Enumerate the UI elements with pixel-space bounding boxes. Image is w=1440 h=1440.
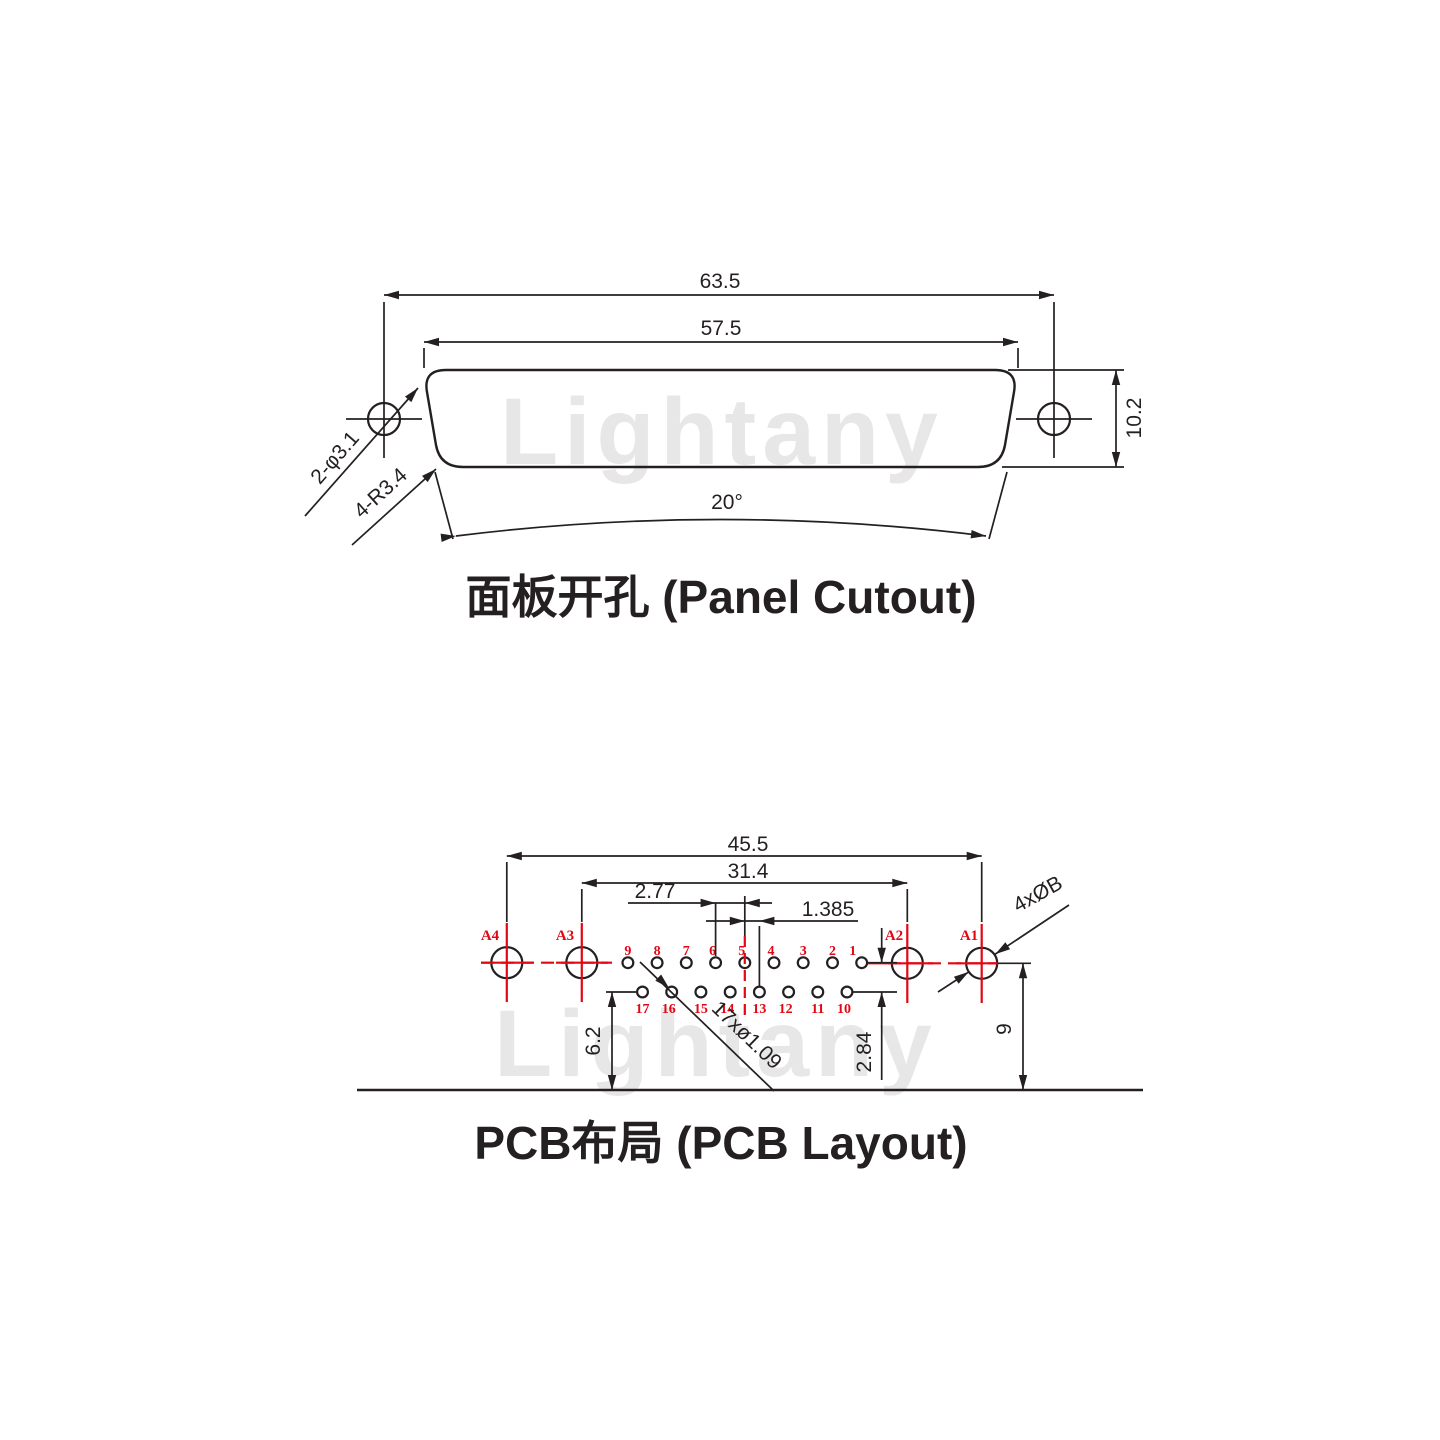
coax-holes-label: 4xØB bbox=[1009, 872, 1066, 918]
mount-hole-right bbox=[1016, 302, 1092, 458]
pin-row-top bbox=[621, 956, 869, 970]
dim-height-label: 10.2 bbox=[1123, 398, 1146, 439]
dim-2-84: 2.84 bbox=[852, 928, 897, 1080]
dim-10-2: 10.2 bbox=[1002, 369, 1146, 468]
svg-text:3: 3 bbox=[800, 944, 807, 959]
dim-63-5: 63.5 bbox=[384, 270, 1054, 300]
dim-angle-label: 20° bbox=[711, 491, 743, 514]
svg-text:5: 5 bbox=[738, 944, 745, 959]
dim-6-2: 6.2 bbox=[582, 991, 636, 1090]
dim-angle-20: 20° bbox=[434, 471, 1008, 542]
callout-corner-radius: 4-R3.4 bbox=[350, 463, 437, 546]
dim-57-5: 57.5 bbox=[423, 317, 1019, 368]
pcb-layout-title: PCB布局 (PCB Layout) bbox=[474, 1117, 967, 1169]
dim-1-385: 1.385 bbox=[706, 898, 858, 986]
svg-text:1: 1 bbox=[849, 944, 856, 959]
dim-31-4: 31.4 bbox=[580, 860, 909, 922]
corner-radius-label: 4-R3.4 bbox=[350, 463, 412, 522]
panel-cutout-title: 面板开孔 (Panel Cutout) bbox=[465, 571, 976, 623]
svg-text:12: 12 bbox=[779, 1002, 793, 1017]
svg-text:9: 9 bbox=[624, 944, 631, 959]
mount-holes-label: 2-φ3.1 bbox=[306, 427, 364, 488]
coax-label-a1: A1 bbox=[960, 928, 978, 944]
watermark-bottom: Lightany bbox=[494, 991, 938, 1097]
dim-9: 9 bbox=[993, 962, 1031, 1090]
dim-2-77: 2.77 bbox=[628, 880, 772, 956]
svg-text:10: 10 bbox=[837, 1002, 851, 1017]
svg-text:14: 14 bbox=[720, 1002, 734, 1017]
watermark-top: Lightany bbox=[500, 379, 944, 485]
cutout-outline bbox=[425, 368, 1016, 469]
coax-label-a4: A4 bbox=[481, 928, 500, 944]
dim-row-gap-label: 2.84 bbox=[853, 1031, 876, 1072]
coax-label-a2: A2 bbox=[885, 928, 903, 944]
svg-text:8: 8 bbox=[654, 944, 661, 959]
svg-text:16: 16 bbox=[662, 1002, 676, 1017]
dim-outer-width-label: 63.5 bbox=[700, 270, 741, 293]
pin-numbers-bottom: 17 16 15 14 13 12 11 10 bbox=[636, 1002, 852, 1017]
svg-text:15: 15 bbox=[694, 1002, 708, 1017]
mount-hole-left bbox=[346, 302, 422, 458]
coax-label-a3: A3 bbox=[556, 928, 574, 944]
dim-row2-edge-label: 6.2 bbox=[582, 1026, 605, 1055]
svg-text:11: 11 bbox=[811, 1002, 824, 1017]
svg-text:17: 17 bbox=[636, 1002, 650, 1017]
dim-inner-width-label: 57.5 bbox=[701, 317, 742, 340]
dim-pin-pitch-label: 2.77 bbox=[635, 880, 676, 903]
pin-numbers-top: 9 8 7 6 5 4 3 2 1 bbox=[624, 944, 856, 959]
svg-text:6: 6 bbox=[709, 944, 716, 959]
callout-coax-holes: 4xØB bbox=[937, 872, 1070, 993]
svg-text:4: 4 bbox=[768, 944, 775, 959]
dim-mount-span-label: 45.5 bbox=[728, 833, 769, 856]
dim-45-5: 45.5 bbox=[505, 833, 983, 922]
dim-row1-edge-label: 9 bbox=[993, 1023, 1016, 1035]
dim-coax-span-label: 31.4 bbox=[728, 860, 769, 883]
dim-row-offset-label: 1.385 bbox=[802, 898, 855, 921]
svg-text:7: 7 bbox=[683, 944, 690, 959]
svg-text:13: 13 bbox=[752, 1002, 766, 1017]
svg-text:2: 2 bbox=[829, 944, 836, 959]
